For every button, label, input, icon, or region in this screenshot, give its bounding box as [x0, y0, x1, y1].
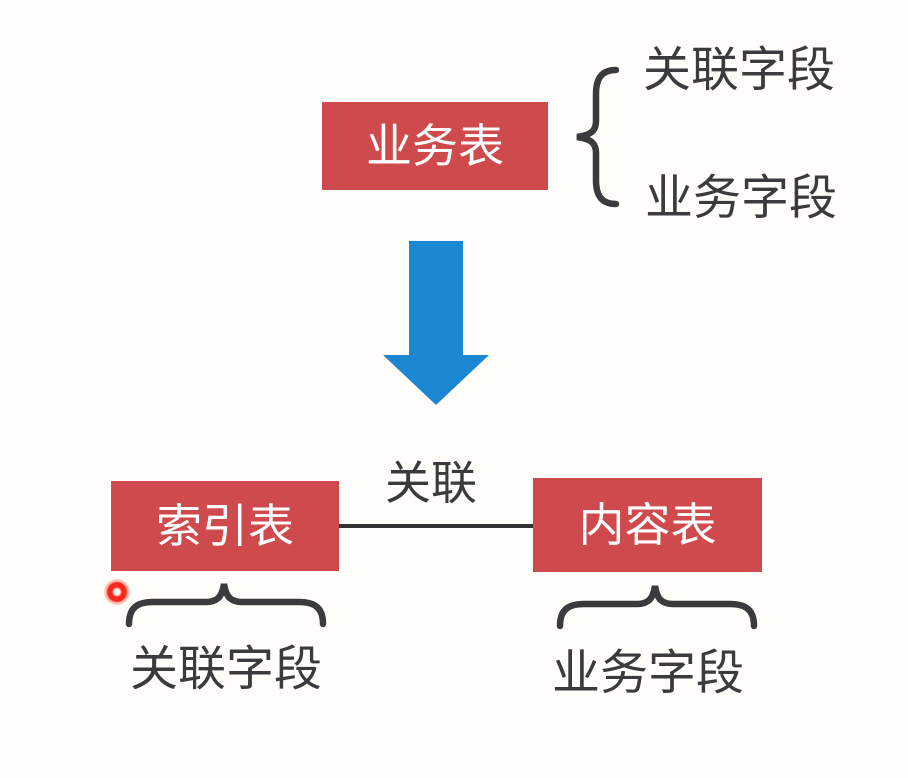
curly-brace-icon	[576, 66, 620, 208]
business-table-box: 业务表	[322, 102, 548, 190]
business-field-label-top: 业务字段	[645, 172, 838, 225]
curly-brace-horizontal-icon	[556, 585, 758, 630]
down-arrow-icon	[383, 241, 489, 405]
association-field-label-top: 关联字段	[643, 44, 836, 97]
laser-pointer-dot	[104, 579, 130, 605]
content-table-box: 内容表	[533, 478, 762, 572]
index-table-label: 索引表	[156, 500, 294, 552]
content-table-label: 内容表	[578, 499, 717, 551]
index-table-box: 索引表	[111, 481, 339, 571]
business-field-label-bottom: 业务字段	[552, 647, 745, 700]
relation-line	[339, 524, 533, 528]
relation-label: 关联	[385, 457, 477, 509]
business-table-label: 业务表	[366, 120, 504, 172]
association-field-label-bottom: 关联字段	[130, 643, 323, 696]
curly-brace-horizontal-icon	[125, 583, 327, 628]
